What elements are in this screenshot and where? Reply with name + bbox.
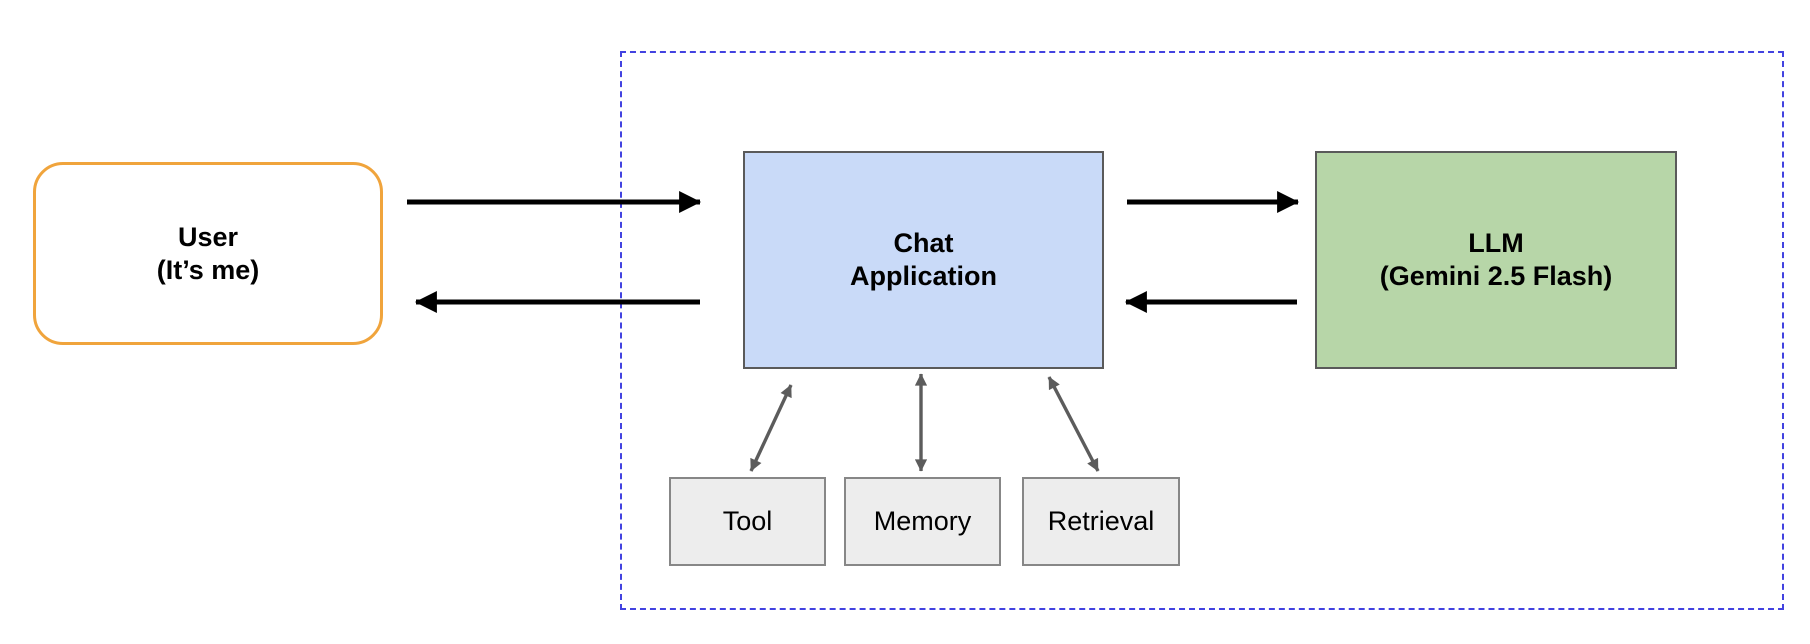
- node-chat-application-label-line2: Application: [850, 261, 997, 291]
- arrow-chat-tool-bidirectional: [749, 384, 793, 472]
- node-chat-application-label-line1: Chat: [893, 228, 954, 258]
- node-tool: Tool: [669, 477, 826, 566]
- node-memory: Memory: [844, 477, 1001, 566]
- node-llm-label-line1: LLM: [1468, 228, 1524, 258]
- node-user: User (It’s me): [33, 162, 383, 345]
- node-llm-label-line2: (Gemini 2.5 Flash): [1379, 261, 1613, 291]
- node-memory-label: Memory: [873, 506, 972, 536]
- node-chat-application: Chat Application: [743, 151, 1104, 369]
- arrow-chat-retrieval-bidirectional: [1047, 376, 1100, 472]
- system-boundary-box: [620, 51, 1784, 610]
- node-user-label-line2: (It’s me): [156, 254, 260, 285]
- node-user-label-line1: User: [177, 221, 239, 252]
- node-retrieval-label: Retrieval: [1047, 506, 1155, 536]
- node-tool-label: Tool: [722, 506, 773, 536]
- node-llm: LLM (Gemini 2.5 Flash): [1315, 151, 1677, 369]
- node-retrieval: Retrieval: [1022, 477, 1180, 566]
